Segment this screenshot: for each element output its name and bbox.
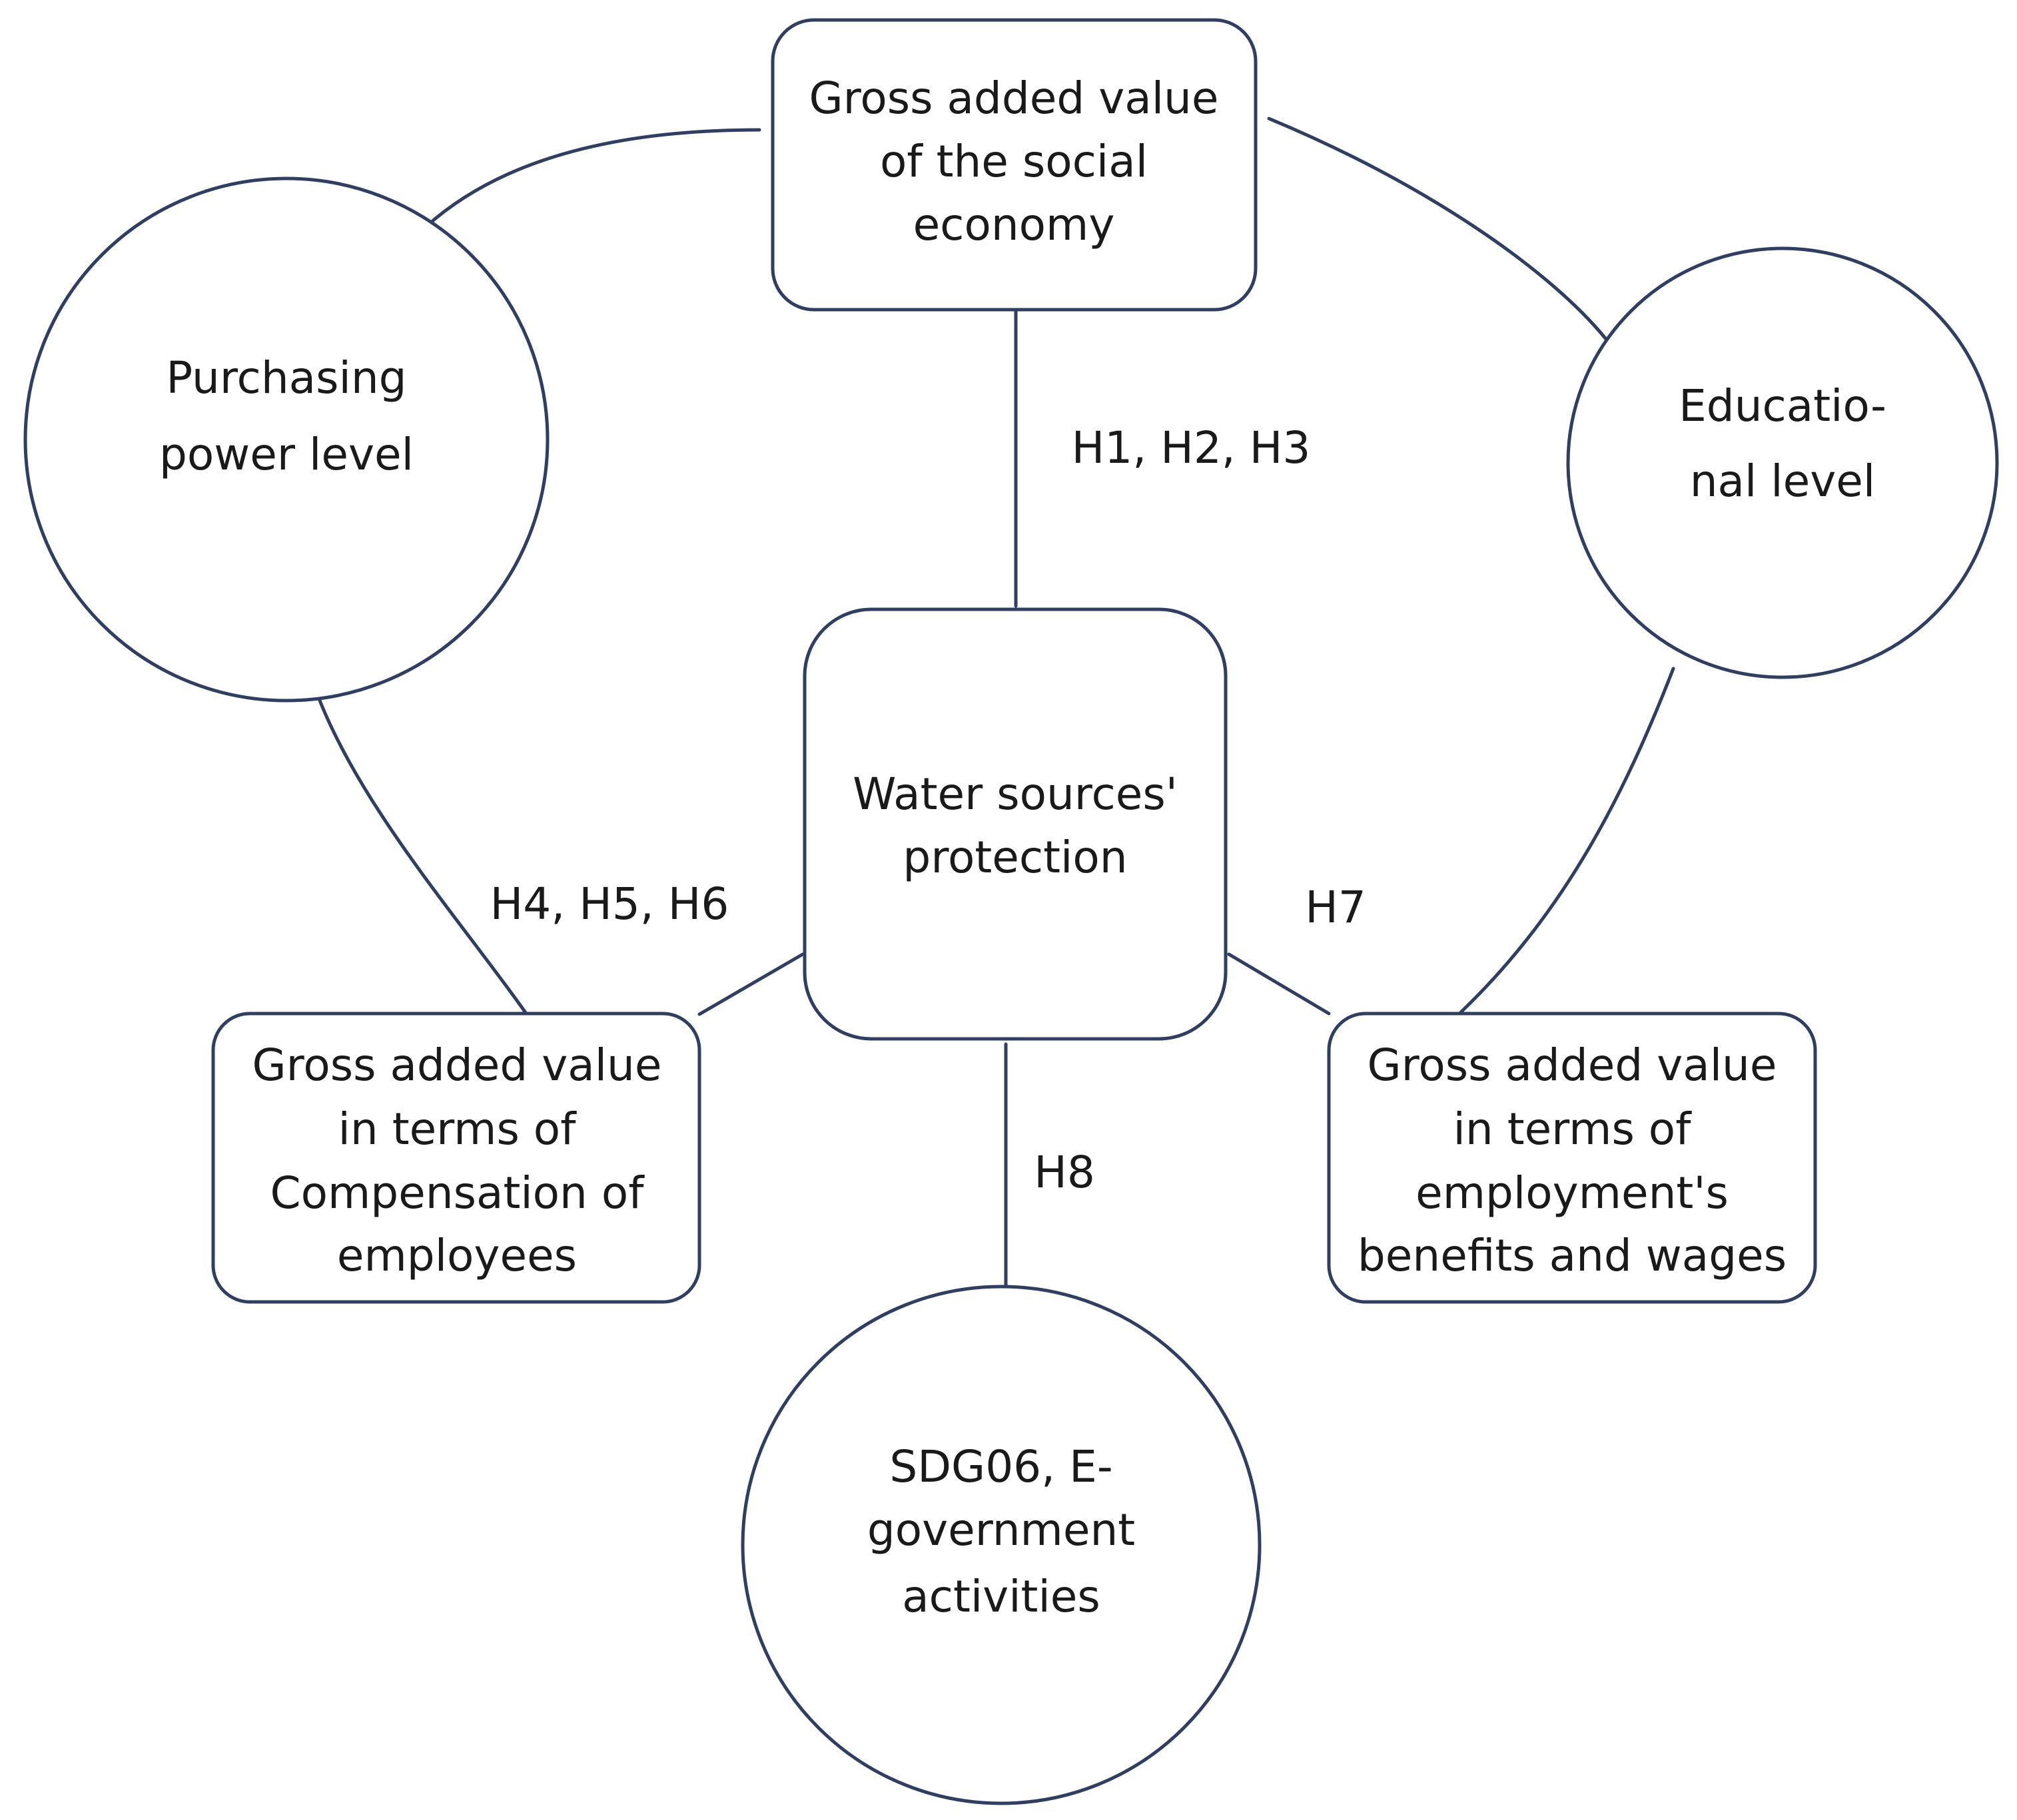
node-employment-line-3: employment's [1415,1167,1729,1219]
node-water-sources-line-2: protection [903,832,1127,883]
node-educational-level-circle [1566,246,1999,679]
node-compensation-line-2: in terms of [338,1103,578,1155]
node-water-sources-line-1: Water sources' [853,768,1178,820]
node-sdg: SDG06, E- government activities [741,1285,1262,1805]
edge-label-h7: H7 [1305,882,1366,933]
node-compensation-line-1: Gross added value [252,1040,662,1091]
node-compensation-box [211,1012,701,1304]
node-water-sources-box [803,607,1228,1041]
node-educational-level-line-2: nal level [1690,455,1876,507]
connector-educational-level-to-employment [1459,667,1675,1014]
node-social-economy-line-3: economy [913,199,1115,250]
node-social-economy-line-1: Gross added value [809,73,1219,124]
node-sdg-line-2: government [867,1504,1135,1556]
node-purchasing-power-line-2: power level [159,429,414,480]
node-sdg-circle [741,1285,1262,1805]
node-compensation-line-4: employees [337,1230,577,1281]
connector-purchasing-power-to-compensation [311,681,528,1016]
edge-label-h1-h3: H1, H2, H3 [1072,422,1311,473]
edge-labels: H1, H2, H3 H4, H5, H6 H7 H8 [490,422,1366,1198]
node-sdg-line-1: SDG06, E- [889,1441,1112,1492]
connector-water-sources-to-compensation [697,952,805,1016]
edge-label-h4-h6: H4, H5, H6 [490,878,729,930]
node-purchasing-power: Purchasing power level [23,176,550,703]
node-employment: Gross added value in terms of employment… [1327,1012,1817,1304]
node-employment-line-2: in terms of [1453,1103,1693,1155]
node-sdg-line-3: activities [902,1571,1100,1622]
node-educational-level-line-1: Educatio- [1679,380,1886,432]
node-employment-line-1: Gross added value [1368,1040,1777,1091]
node-purchasing-power-line-1: Purchasing [166,352,406,404]
connector-social-economy-to-educational-level [1267,117,1607,340]
node-employment-box [1327,1012,1817,1304]
node-social-economy: Gross added value of the social economy [771,18,1258,312]
node-social-economy-line-2: of the social [880,136,1148,187]
connectors [311,117,1675,1302]
connector-social-economy-to-purchasing-power [424,128,761,228]
node-employment-line-4: benefits and wages [1358,1230,1787,1281]
node-social-economy-box [771,18,1258,312]
connector-water-sources-to-employment [1227,952,1331,1016]
node-compensation-line-3: Compensation of [270,1167,645,1219]
node-purchasing-power-circle [23,176,550,703]
node-compensation: Gross added value in terms of Compensati… [211,1012,701,1304]
node-water-sources: Water sources' protection [803,607,1228,1041]
edge-label-h8: H8 [1034,1147,1095,1198]
node-educational-level: Educatio- nal level [1566,246,1999,679]
